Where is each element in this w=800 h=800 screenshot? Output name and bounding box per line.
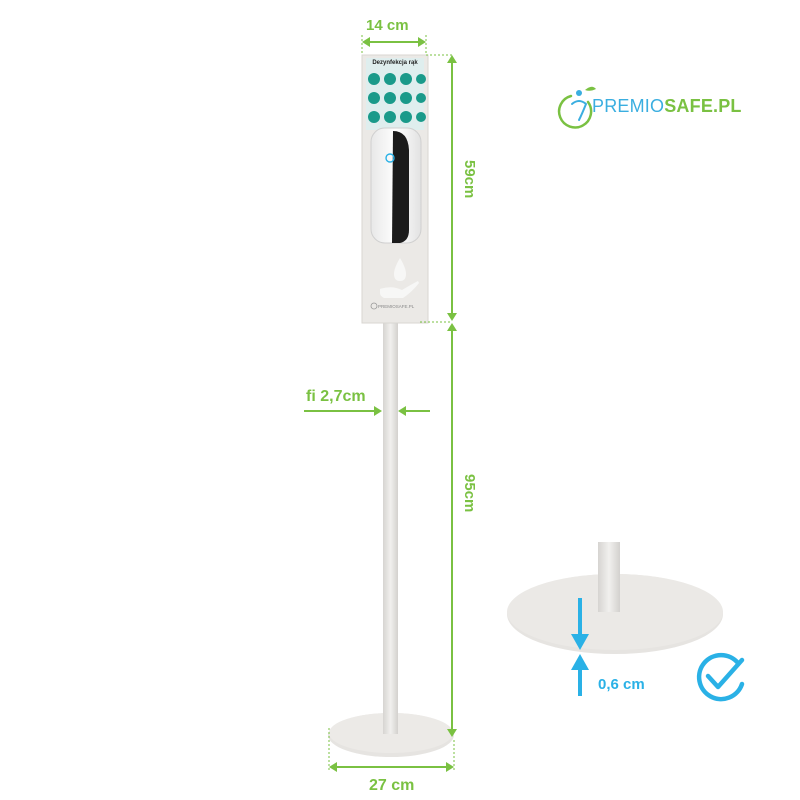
logo-text-part1: PREMIO [592,96,665,116]
label-panel-height: 59cm [461,160,478,199]
label-pole-diameter: fi 2,7cm [306,388,366,405]
dim-base-thickness [571,598,589,696]
logo-text: PREMIOSAFE.PL [592,96,742,117]
dim-panel-height [420,54,457,323]
stand-pole [383,322,398,734]
label-pole-height: 95cm [461,474,478,513]
panel-brand-icon [370,302,378,310]
label-base-width: 27 cm [369,777,415,794]
dim-base-width [328,728,455,772]
dim-top-width [361,35,427,55]
label-base-thickness: 0,6 cm [598,676,645,693]
logo-person-leaf-icon [557,86,596,129]
panel-brand: PREMIOSAFE.PL [378,304,415,309]
instruction-icons-grid [368,73,426,123]
label-top-width: 14 cm [366,17,409,34]
panel-title: Dezynfekcja rąk [372,60,418,66]
dispenser-front [392,131,409,243]
detail-base-cover [506,600,510,601]
check-circle-icon [696,652,745,702]
dim-pole-diameter [304,406,430,416]
dim-pole-height [447,323,457,737]
detail-pole-stub [598,542,620,612]
logo-text-part2: SAFE.PL [664,96,742,116]
hand-drop-icon [380,258,419,298]
dispenser-sensor [385,153,395,163]
